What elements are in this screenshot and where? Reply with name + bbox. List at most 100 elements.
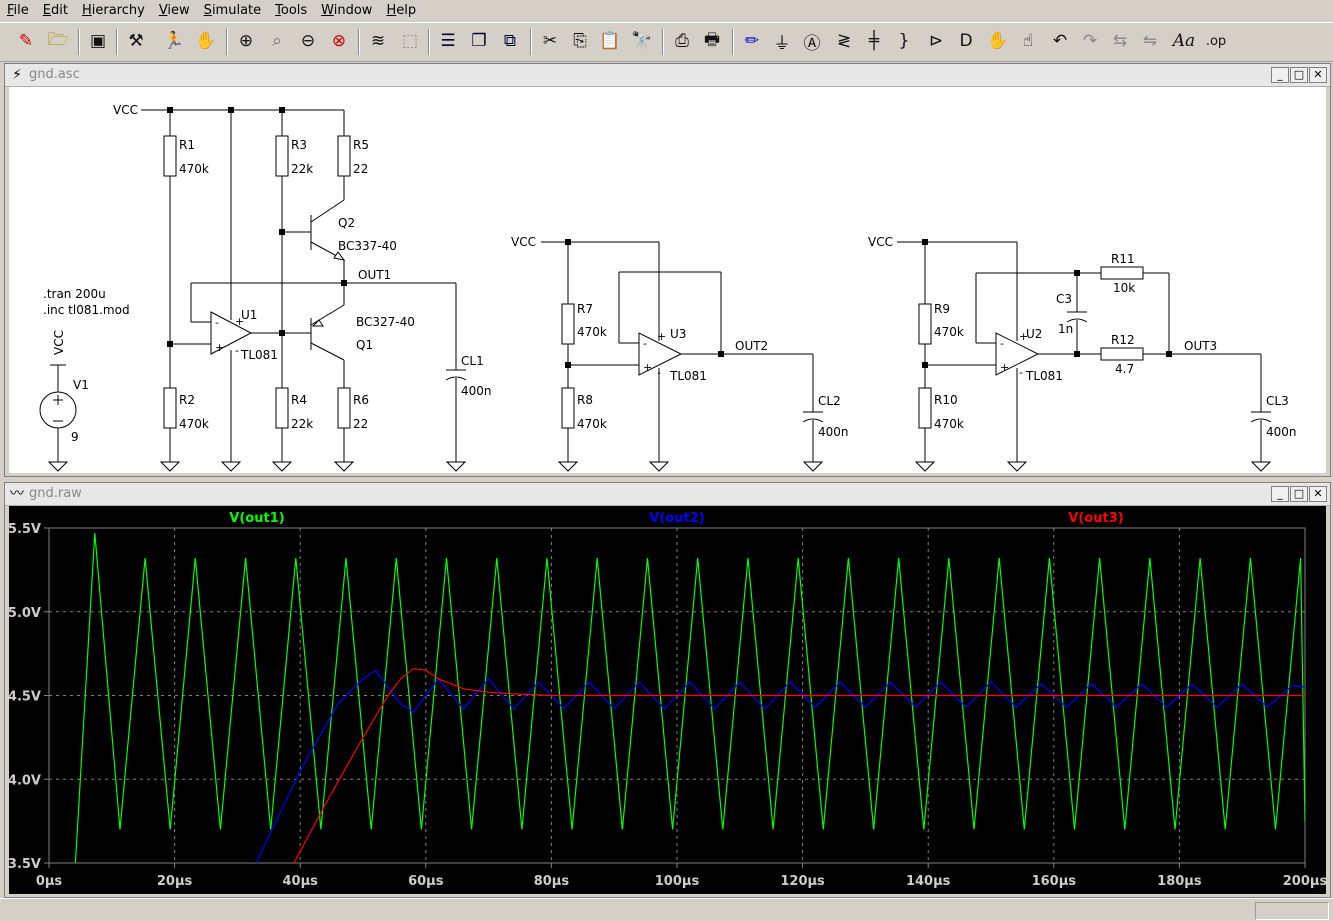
r12-ref: R12 — [1111, 333, 1135, 347]
tile-vertical-icon[interactable]: ⧉ — [503, 31, 517, 51]
r7-ref: R7 — [577, 302, 593, 316]
cl3-value: 400n — [1266, 425, 1297, 439]
minimize-button[interactable]: _ — [1271, 486, 1289, 502]
zoom-pan-icon[interactable]: ⌕ — [272, 31, 282, 51]
toolbar: ✎ 🗁 ▣ ⚒ 🏃 ✋ ⊕ ⌕ ⊖ ⊗ ≋ ⬚ ☰ ❐ ⧉ ✂ ⎘ 📋 🔭 ⎙ … — [0, 22, 1333, 62]
diode-icon[interactable]: ⊳ — [928, 31, 944, 51]
toolbar-separator — [428, 29, 430, 55]
directive-inc[interactable]: .inc tl081.mod — [43, 303, 130, 317]
ground-icon[interactable]: ⏚ — [773, 33, 791, 54]
draw-wire-icon[interactable]: ✏ — [744, 31, 760, 51]
toolbar-separator — [732, 29, 734, 55]
net-label-vcc-3: VCC — [868, 235, 893, 249]
maximize-button[interactable]: □ — [1290, 67, 1308, 83]
redo-icon[interactable]: ↷ — [1082, 31, 1098, 51]
new-schematic-icon[interactable]: ✎ — [18, 31, 34, 51]
save-icon[interactable]: ▣ — [89, 31, 107, 51]
find-icon[interactable]: 🔭 — [631, 31, 653, 51]
x-tick-label: 100µs — [655, 874, 700, 889]
trace-v-out3 — [293, 668, 1305, 863]
cascade-icon[interactable]: ❐ — [471, 31, 487, 51]
halt-icon[interactable]: ✋ — [195, 31, 217, 51]
menu-window[interactable]: Window — [321, 3, 373, 18]
u1-ref: U1 — [241, 308, 257, 322]
r12-value: 4.7 — [1115, 362, 1134, 376]
waveform-window-title: gnd.raw — [29, 486, 82, 501]
r2-value: 470k — [179, 417, 209, 431]
rotate-icon[interactable]: ⇆ — [1112, 31, 1128, 51]
move-icon[interactable]: ✋ — [987, 31, 1009, 51]
menu-view[interactable]: View — [158, 3, 190, 18]
close-button[interactable]: ✕ — [1309, 67, 1327, 83]
r6-value: 22 — [353, 417, 368, 431]
toolbar-separator — [358, 29, 360, 55]
x-tick-label: 40µs — [282, 874, 318, 889]
zoom-fit-icon[interactable]: ⊗ — [331, 31, 347, 51]
net-label-icon[interactable]: Ⓐ — [803, 33, 821, 54]
open-icon[interactable]: 🗁 — [47, 29, 69, 50]
net-label-out2: OUT2 — [735, 339, 768, 353]
spice-directive-icon[interactable]: .op — [1205, 33, 1227, 49]
run-icon[interactable]: 🏃 — [163, 31, 185, 51]
schematic-canvas[interactable]: -+ +- -+ +- -+ +- .tran 200u .inc tl081.… — [9, 87, 1326, 473]
capacitor-icon[interactable]: ╪ — [868, 31, 880, 51]
svg-text:-: - — [1000, 337, 1004, 350]
mirror-icon[interactable]: ⇋ — [1142, 31, 1158, 51]
y-tick-label: 4.0V — [9, 773, 41, 788]
maximize-button[interactable]: □ — [1290, 486, 1308, 502]
menu-bar: File Edit Hierarchy View Simulate Tools … — [0, 0, 1333, 22]
r5-value: 22 — [353, 162, 368, 176]
text-icon[interactable]: Aa — [1172, 31, 1196, 51]
x-tick-label: 0µs — [36, 874, 63, 889]
zoom-out-icon[interactable]: ⊖ — [300, 31, 316, 51]
directive-tran[interactable]: .tran 200u — [43, 287, 106, 301]
svg-text:+: + — [657, 330, 666, 343]
tile-horizontal-icon[interactable]: ☰ — [440, 31, 456, 51]
undo-icon[interactable]: ↶ — [1052, 31, 1068, 51]
r4-ref: R4 — [291, 393, 307, 407]
svg-text:+: + — [235, 315, 244, 328]
r11-ref: R11 — [1111, 252, 1135, 266]
paste-icon[interactable]: 📋 — [599, 31, 621, 51]
menu-help[interactable]: Help — [386, 3, 417, 18]
toolbar-separator — [662, 29, 664, 55]
print-icon[interactable]: ⎙ — [675, 31, 689, 51]
x-tick-label: 200µs — [1283, 874, 1326, 889]
control-panel-icon[interactable]: ⚒ — [128, 31, 144, 51]
zoom-back-icon[interactable]: ⬚ — [401, 31, 419, 51]
menu-hierarchy[interactable]: Hierarchy — [81, 3, 145, 18]
zoom-in-icon[interactable]: ⊕ — [238, 31, 254, 51]
menu-edit[interactable]: Edit — [42, 3, 68, 18]
close-button[interactable]: ✕ — [1309, 486, 1327, 502]
schematic-window-title: gnd.asc — [29, 67, 80, 82]
net-label-out1: OUT1 — [358, 268, 391, 282]
legend-v-out1: V(out1) — [229, 511, 284, 526]
component-icon[interactable]: D — [959, 31, 973, 51]
schematic-window: ⚡ gnd.asc _ □ ✕ — [4, 63, 1331, 477]
menu-simulate[interactable]: Simulate — [203, 3, 262, 18]
legend-v-out3: V(out3) — [1068, 511, 1123, 526]
copy-icon[interactable]: ⎘ — [573, 31, 587, 51]
minimize-button[interactable]: _ — [1271, 67, 1289, 83]
r8-value: 470k — [577, 417, 607, 431]
autorange-icon[interactable]: ≋ — [370, 31, 386, 51]
drag-icon[interactable]: ☝ — [1022, 31, 1034, 51]
resistor-icon[interactable]: ≷ — [836, 31, 852, 51]
svg-text:+: + — [1000, 361, 1009, 374]
cl2-ref: CL2 — [818, 394, 841, 408]
toolbar-separator — [226, 29, 228, 55]
q1-model: BC327-40 — [356, 315, 415, 329]
inductor-icon[interactable]: } — [898, 31, 910, 51]
y-tick-label: 4.5V — [9, 690, 41, 705]
y-tick-label: 3.5V — [9, 857, 41, 872]
print-setup-icon[interactable]: 🖶 — [703, 29, 721, 50]
y-tick-label: 5.0V — [9, 606, 41, 621]
menu-tools[interactable]: Tools — [275, 3, 308, 18]
cut-icon[interactable]: ✂ — [542, 31, 558, 51]
menu-file[interactable]: File — [7, 3, 29, 18]
toolbar-separator — [530, 29, 532, 55]
svg-text:+: + — [1019, 330, 1028, 343]
